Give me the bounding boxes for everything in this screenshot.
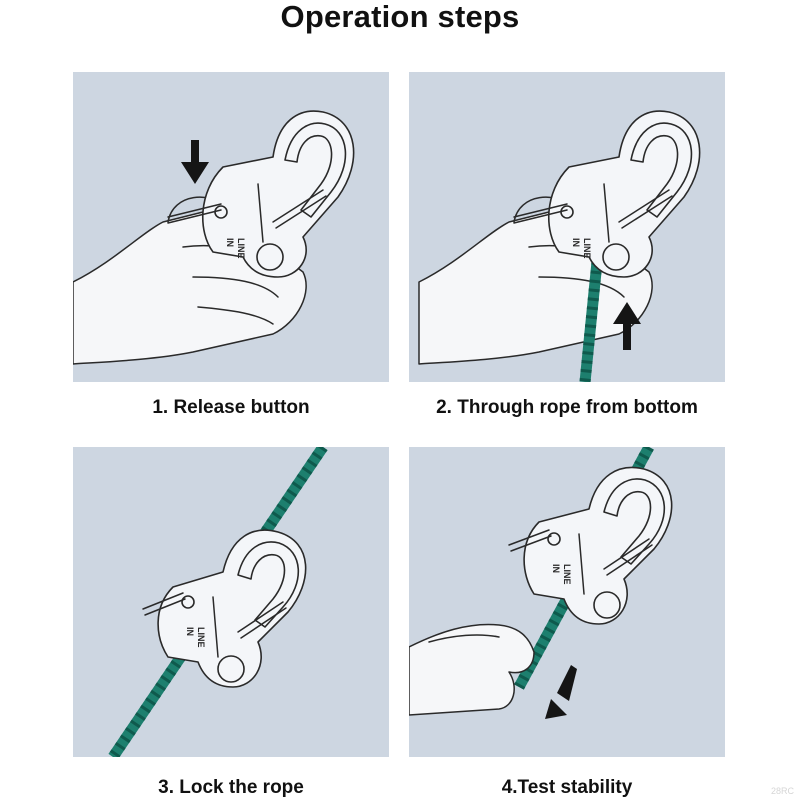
- device-label-in: IN: [185, 627, 195, 636]
- hand: [409, 623, 535, 716]
- step-2-caption: 2. Through rope from bottom: [436, 397, 698, 418]
- down-arrow-icon: [545, 665, 577, 719]
- device-hook: [237, 541, 300, 628]
- device-label-line: LINE: [196, 627, 206, 648]
- down-arrow-icon: [181, 140, 209, 184]
- watermark: 28RC: [770, 786, 794, 796]
- device-label-line: LINE: [562, 564, 572, 585]
- step-1-illustration: LINE IN: [73, 72, 389, 382]
- device-hook: [630, 122, 693, 218]
- device-label-in: IN: [225, 238, 235, 247]
- device-hook: [603, 478, 666, 565]
- device-label-line: LINE: [236, 238, 246, 259]
- device-label-in: IN: [551, 564, 561, 573]
- step-2-drawing: LINE IN: [418, 110, 701, 382]
- page-title: Operation steps: [280, 0, 520, 34]
- step-4-drawing: LINE IN: [409, 447, 673, 719]
- device-body: [157, 529, 307, 688]
- step-4-caption: 4.Test stability: [501, 777, 633, 798]
- step-3-drawing: LINE IN: [108, 447, 328, 757]
- step-2-illustration: LINE IN: [409, 72, 725, 382]
- up-arrow-icon: [613, 302, 641, 350]
- step-3-caption: 3. Lock the rope: [158, 777, 304, 798]
- step-1-caption: 1. Release button: [152, 397, 310, 418]
- release-button: [256, 243, 284, 271]
- step-3-illustration: LINE IN: [73, 447, 389, 757]
- device-label-line: LINE: [582, 238, 592, 259]
- device-body: [201, 110, 355, 278]
- device-body: [523, 466, 673, 625]
- device-label-in: IN: [571, 238, 581, 247]
- step-1-drawing: LINE IN: [73, 110, 355, 365]
- device-hook: [284, 122, 347, 218]
- step-4-illustration: LINE IN: [409, 447, 725, 757]
- device-body: [547, 110, 701, 278]
